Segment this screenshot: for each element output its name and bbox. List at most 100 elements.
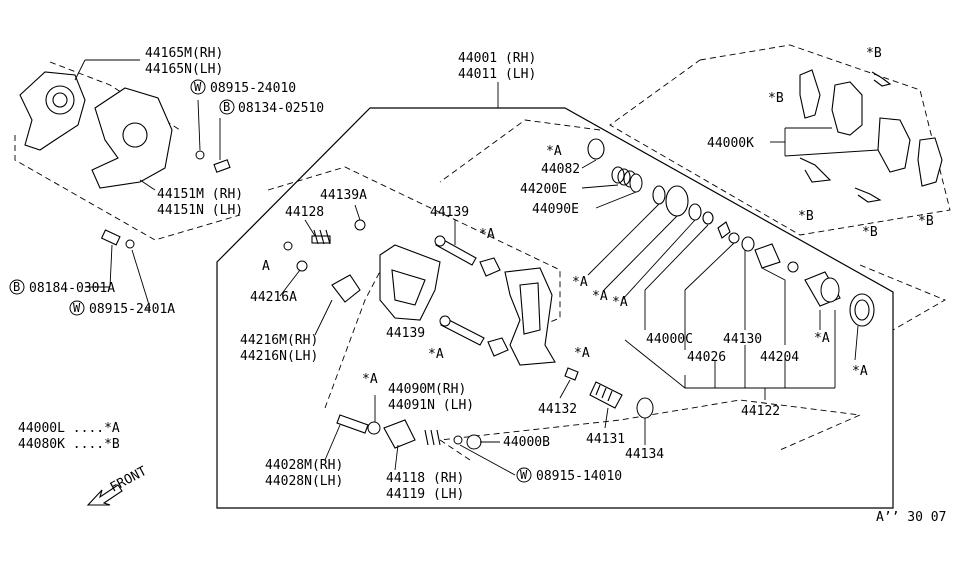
label-plate-m: 44165M(RH)	[145, 46, 223, 61]
washer-14010	[453, 435, 463, 445]
piston-boot	[849, 293, 875, 327]
ring-44090e	[629, 173, 643, 193]
label-washer-14010: 08915-14010	[536, 469, 622, 484]
shield-dashed-line-2	[49, 61, 181, 131]
ring-44000c	[702, 211, 714, 225]
thread-44131	[595, 384, 613, 402]
backing-plate	[19, 71, 86, 151]
label-mark-b-1: *B	[866, 46, 882, 61]
circle-w-text: W	[194, 80, 202, 94]
label-44028m: 44028M(RH)	[265, 458, 343, 473]
label-44000c: 44000C	[646, 332, 693, 347]
adjuster-44204	[754, 243, 781, 269]
leader-44139a	[354, 204, 361, 221]
leader-44216a	[279, 269, 301, 297]
part-a-left	[283, 241, 293, 251]
washer-2401a-leader-2	[131, 249, 151, 309]
bleeder-44132	[564, 367, 579, 381]
piston-boot-inner	[854, 299, 870, 321]
label-washer-2401a: 08915-2401A	[89, 302, 175, 317]
bottom-dashed-region	[438, 399, 862, 461]
leader-44131	[604, 407, 609, 429]
label-plate-n: 44165N(LH)	[145, 62, 223, 77]
pin-boot-mid	[487, 337, 509, 357]
circle-b-text: B	[223, 100, 230, 114]
washer-24010	[195, 150, 205, 160]
diagram-code: A’’ 30 07	[876, 510, 946, 525]
backing-plate-hole	[45, 85, 75, 115]
leader-44028	[324, 424, 341, 461]
torque-member-inner	[519, 282, 541, 335]
spring-44200e	[611, 166, 625, 184]
caliper-bracket-inner	[391, 269, 426, 306]
label-caliper-rh: 44001 (RH)	[458, 51, 536, 66]
circle-w-text-2: W	[73, 301, 81, 315]
nut-44000b	[466, 434, 482, 450]
pad-clip-1	[871, 71, 892, 87]
spring-44128	[313, 229, 331, 245]
inner-dashed-region	[267, 166, 561, 331]
label-44119: 44119 (LH)	[386, 487, 464, 502]
label-pad-kit: 44000K	[707, 136, 754, 151]
backing-plate-hole-2	[52, 92, 68, 108]
right-dashed-region	[439, 119, 601, 183]
label-44118: 44118 (RH)	[386, 471, 464, 486]
leader-44118	[394, 444, 399, 471]
label-44000b: 44000B	[503, 435, 550, 450]
bleeder-44131	[589, 381, 623, 409]
leader-44132	[559, 379, 571, 399]
leader-44000c	[644, 224, 709, 330]
cap-44134	[636, 397, 654, 419]
pad-clip-3	[854, 187, 882, 203]
label-44128: 44128	[285, 205, 324, 220]
leader-44216m	[314, 299, 333, 336]
torque-member	[504, 267, 556, 366]
washer-44090m	[367, 421, 381, 435]
label-44122: 44122	[741, 404, 780, 419]
label-mark-a-left: A	[262, 259, 270, 274]
label-44216a: 44216A	[250, 290, 297, 305]
dust-seal-44082	[587, 138, 605, 160]
circle-w-24010: W	[190, 79, 206, 95]
bolt-0301a	[100, 229, 121, 246]
shield-leader-bottom	[139, 179, 156, 191]
label-bolt-0301a: 08184-0301A	[29, 281, 115, 296]
bolt-02510	[213, 159, 231, 173]
pad-kit-leader-4	[784, 149, 879, 157]
spring-44118	[424, 429, 441, 446]
lower-dashed-region	[324, 261, 386, 409]
part-44128	[311, 235, 331, 244]
leader-44200e	[581, 184, 619, 189]
label-mark-b-5: *B	[918, 214, 934, 229]
legend-a: 44000L ....*A	[18, 421, 120, 436]
label-washer-24010: 08915-24010	[210, 81, 296, 96]
bolt-0301a-leader-2	[109, 244, 113, 288]
brake-pad-outer	[831, 81, 863, 136]
circle-b-02510: B	[219, 99, 235, 115]
label-mark-a-r5: *A	[852, 364, 868, 379]
label-44204: 44204	[760, 350, 799, 365]
splash-shield	[91, 87, 173, 189]
anti-squeal-shim-1	[799, 69, 821, 119]
ring-small	[787, 261, 799, 273]
spring-44200e-b	[617, 168, 631, 186]
label-44028n: 44028N(LH)	[265, 474, 343, 489]
pad-clip-2	[799, 157, 832, 183]
leader-44082	[581, 159, 597, 169]
front-label: FRONT	[108, 464, 150, 496]
seal-ring-2	[688, 203, 702, 221]
leader-ra5	[854, 325, 859, 361]
guide-pin-head-top	[434, 235, 446, 247]
circle-w-2401a: W	[69, 300, 85, 316]
label-mark-a-r1: *A	[572, 275, 588, 290]
label-44091n: 44091N (LH)	[388, 398, 474, 413]
bracket-44216m	[331, 274, 361, 303]
label-mark-b-3: *B	[798, 209, 814, 224]
label-mark-a-mid: *A	[428, 347, 444, 362]
label-44090e: 44090E	[532, 202, 579, 217]
label-caliper-lh: 44011 (LH)	[458, 67, 536, 82]
label-44139-top: 44139	[430, 205, 469, 220]
ring-44130	[741, 236, 755, 252]
caliper-assembly-frame	[216, 107, 894, 509]
